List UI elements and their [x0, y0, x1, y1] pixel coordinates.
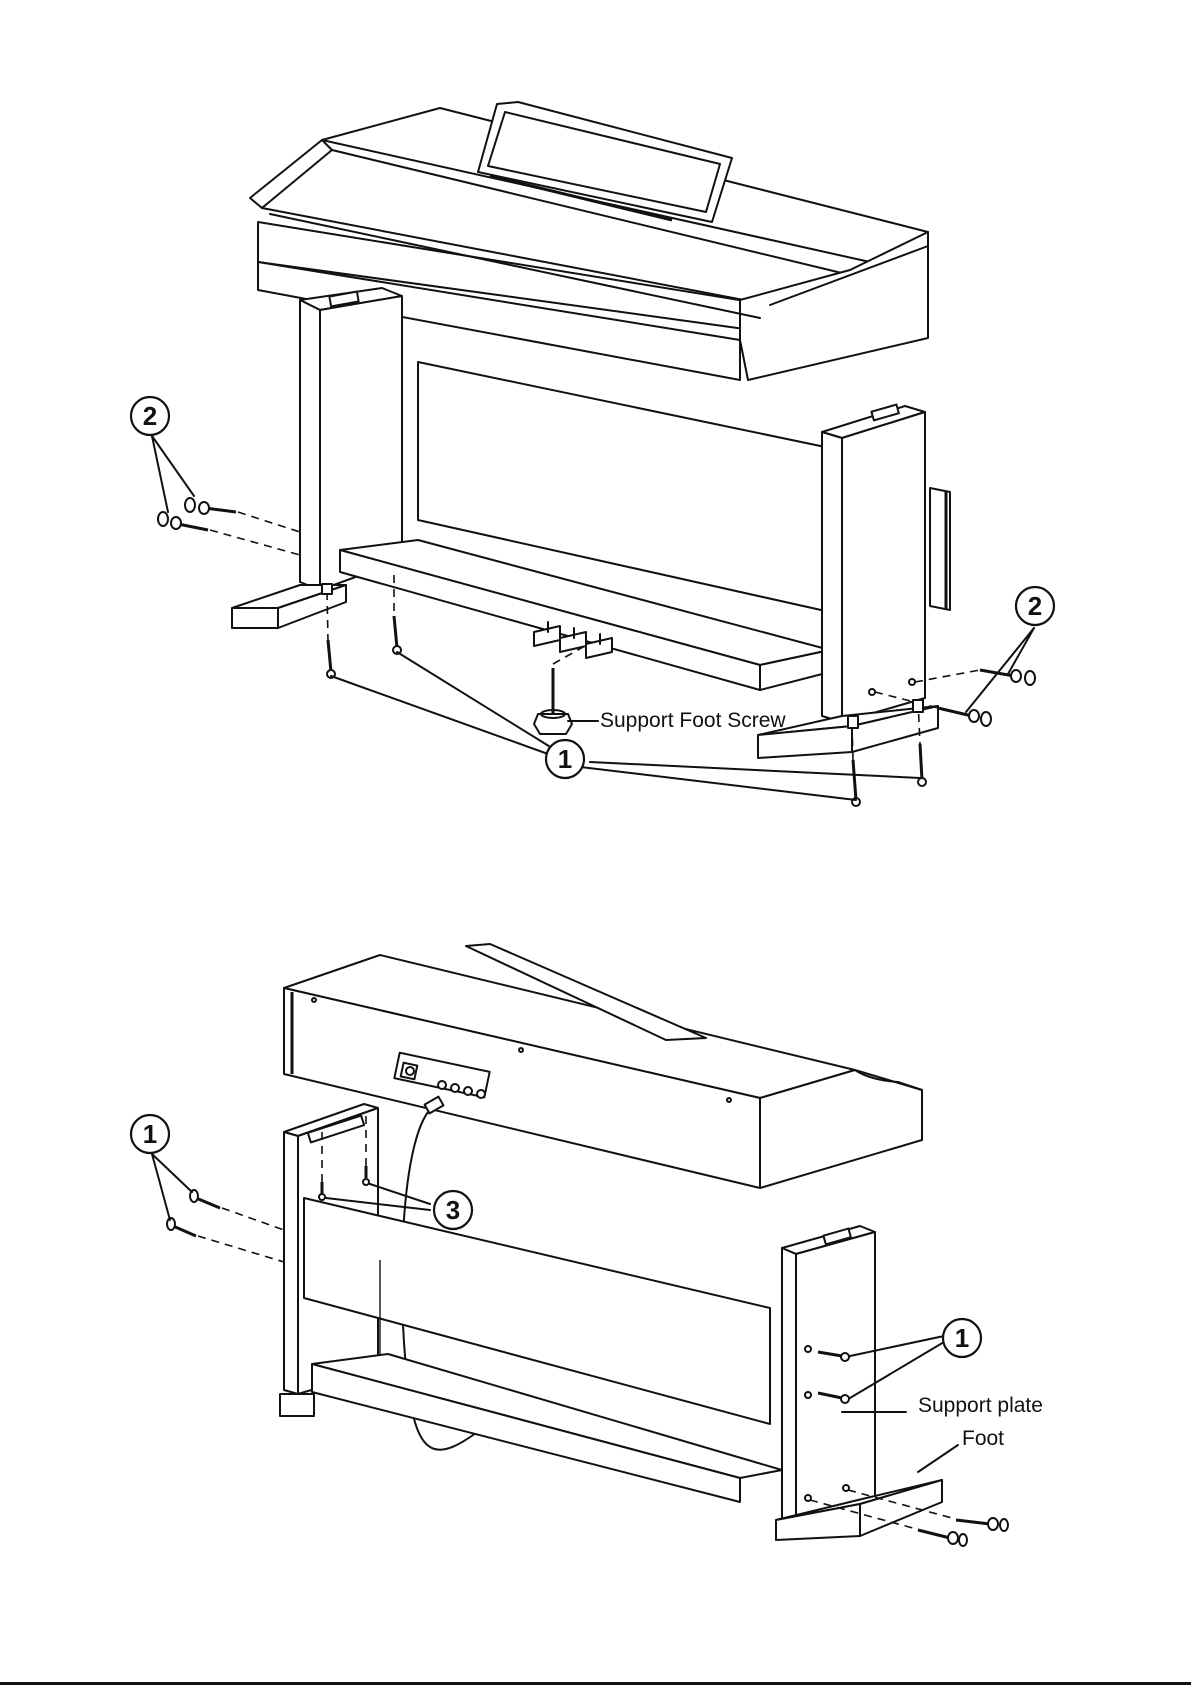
top-figure: 2 2 1 Support Foot Screw [131, 102, 1054, 806]
callout-top-left-2: 2 [131, 397, 169, 435]
support-plate-label: Support plate [918, 1394, 1043, 1417]
support-foot-screw-label: Support Foot Screw [600, 709, 786, 732]
callout-number: 1 [143, 1119, 157, 1149]
callout-number: 3 [446, 1195, 460, 1225]
right-side-panel [822, 405, 950, 722]
callout-number: 2 [143, 401, 157, 431]
callout-bottom-right-1: 1 [943, 1319, 981, 1357]
bottom-left-screws [152, 1154, 284, 1262]
foot-label: Foot [962, 1427, 1004, 1450]
callout-bottom-left-1: 1 [131, 1115, 169, 1153]
callout-number: 1 [558, 744, 572, 774]
top-left-screws [152, 436, 300, 555]
bottom-right-side-panel [782, 1226, 875, 1534]
callout-bottom-top-3: 3 [434, 1191, 472, 1229]
bottom-figure: 1 3 1 Support plate Foot [131, 944, 1043, 1546]
callout-top-right-2: 2 [1016, 587, 1054, 625]
callout-number: 1 [955, 1323, 969, 1353]
callout-number: 2 [1028, 591, 1042, 621]
callout-top-bottom-1: 1 [546, 740, 584, 778]
